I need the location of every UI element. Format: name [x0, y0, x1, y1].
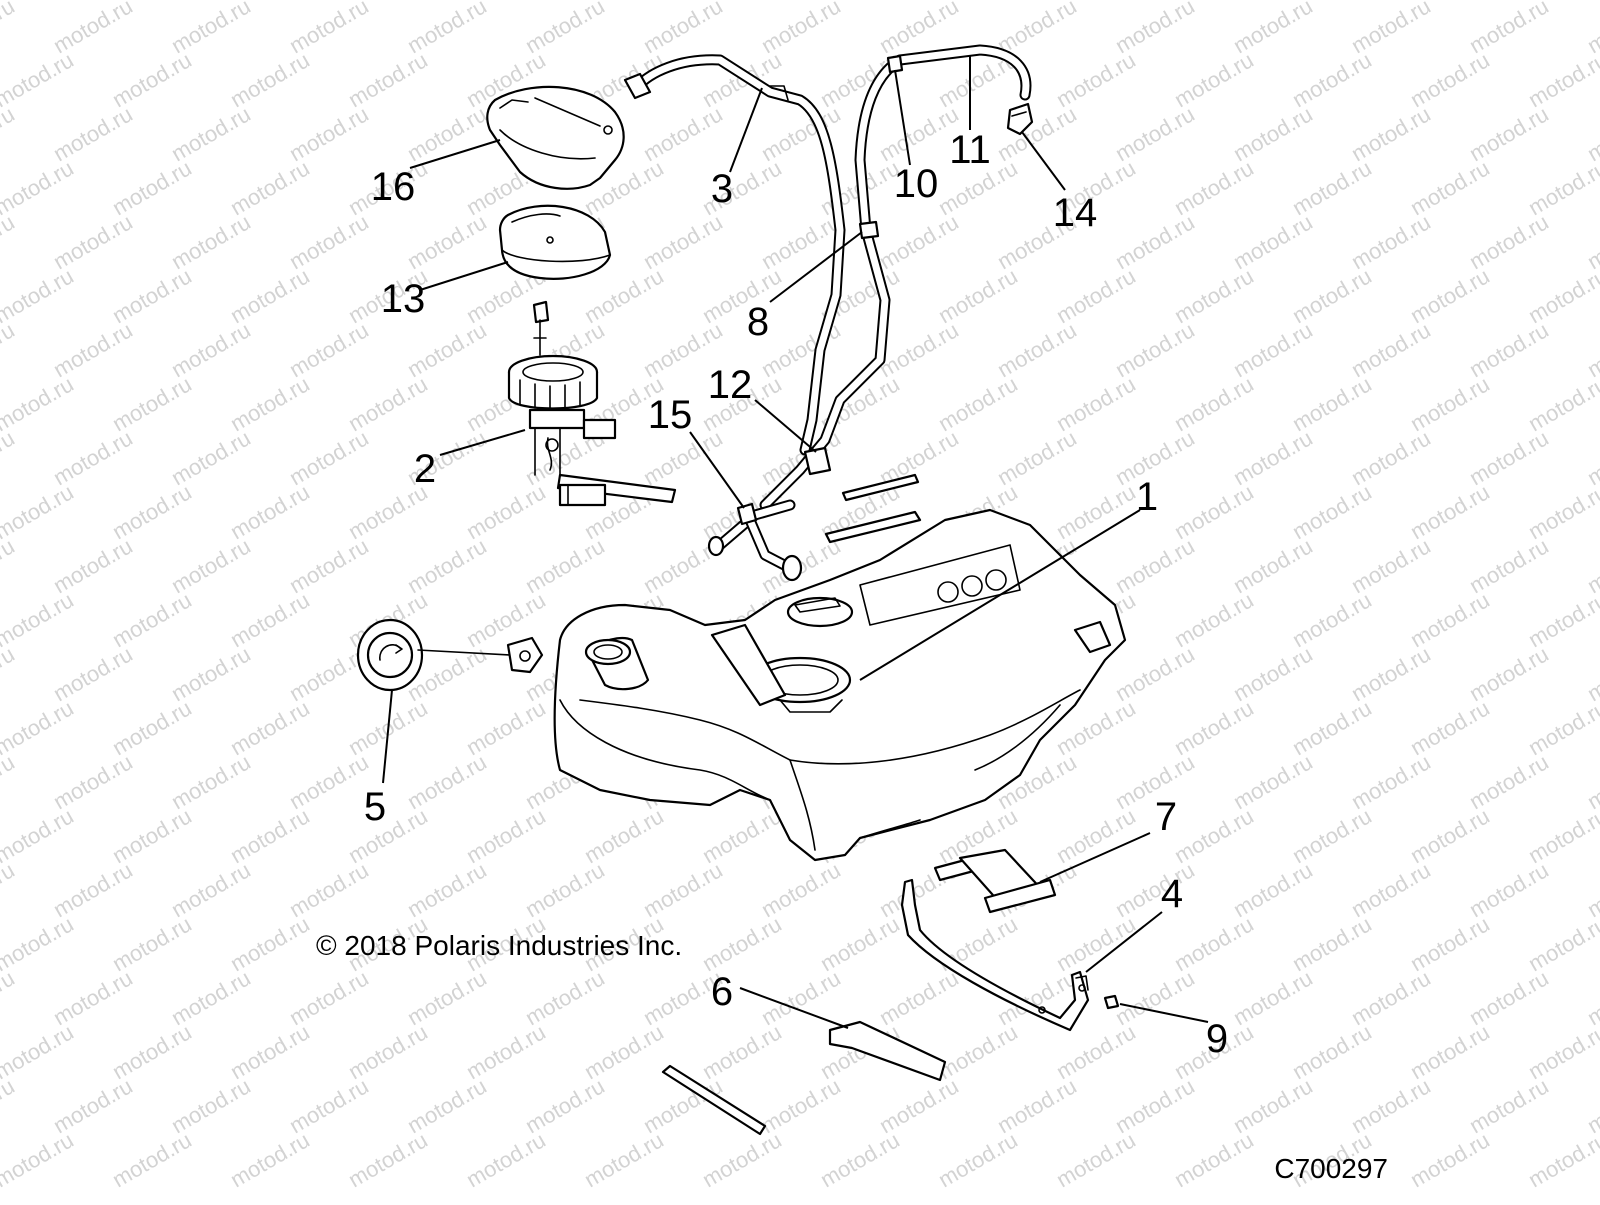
watermark-text: motod.ru	[0, 749, 19, 814]
watermark-text: motod.ru	[0, 803, 78, 868]
callout-14: 14	[1053, 191, 1098, 235]
watermark-text: motod.ru	[226, 1127, 314, 1192]
fuel-pump-assembly	[507, 300, 677, 507]
watermark-text: motod.ru	[0, 1019, 78, 1084]
watermark-text: motod.ru	[1524, 1127, 1600, 1192]
copyright-text: © 2018 Polaris Industries Inc.	[316, 930, 682, 961]
watermark-text: motod.ru	[816, 1127, 904, 1192]
pump-lid	[498, 204, 612, 280]
leader-lines	[382, 55, 1209, 1029]
watermark-text: motod.ru	[1052, 1127, 1140, 1192]
callout-2: 2	[414, 447, 436, 491]
vent-hose-3	[623, 54, 846, 456]
watermark-text: motod.ru	[0, 857, 19, 922]
watermark-text: motod.ru	[0, 641, 19, 706]
watermark-text: motod.ru	[1524, 587, 1600, 652]
watermark-text: motod.ru	[1524, 911, 1600, 976]
pump-cover	[486, 85, 625, 190]
callout-3: 3	[711, 167, 733, 211]
hose-clip-8	[858, 220, 880, 240]
watermark-text: motod.ru	[1406, 1127, 1494, 1192]
rollover-valve	[1006, 102, 1034, 136]
watermark-text: motod.ru	[0, 155, 78, 220]
watermark-text: motod.ru	[580, 1127, 668, 1192]
tank-pad-7	[933, 848, 1057, 914]
foam-strip	[661, 1064, 767, 1136]
watermark-text: motod.ru	[0, 263, 78, 328]
tee-fitting-15	[707, 499, 803, 582]
watermark-text: motod.ru	[934, 1127, 1022, 1192]
watermark-text: motod.ru	[698, 1127, 786, 1192]
watermark-text: motod.ru	[0, 317, 19, 382]
callout-4: 4	[1161, 872, 1183, 916]
watermark-text: motod.ru	[0, 0, 19, 58]
watermark-text: motod.ru	[0, 695, 78, 760]
callout-16: 16	[371, 165, 416, 209]
watermark-text: motod.ru	[0, 479, 78, 544]
callout-labels: 1 2 3 4 5 6 7 8 9 10 11 12 13 14 15 16	[364, 128, 1228, 1061]
watermark-text: motod.ru	[0, 911, 78, 976]
callout-12: 12	[708, 363, 753, 407]
tank-pad-6	[828, 1020, 947, 1082]
watermark-text: motod.ru	[1524, 1019, 1600, 1084]
callout-10: 10	[894, 162, 939, 206]
watermark-text: motod.ru	[1524, 479, 1600, 544]
watermark-text: motod.ru	[1170, 1127, 1258, 1192]
fuel-tank	[553, 473, 1127, 862]
watermark-text: motod.ru	[108, 1127, 196, 1192]
watermark-text: motod.ru	[1524, 155, 1600, 220]
callout-5: 5	[364, 785, 386, 829]
watermark-text: motod.ru	[0, 1073, 19, 1138]
filler-cap	[356, 618, 544, 692]
watermark-text: motod.ru	[1524, 803, 1600, 868]
hose-clip-10	[886, 54, 904, 74]
vent-hose-11	[759, 44, 1032, 511]
hose-connector-12	[803, 446, 832, 476]
watermark-text: motod.ru	[0, 209, 19, 274]
watermark-text: motod.ru	[0, 101, 19, 166]
watermark-text: motod.ru	[0, 533, 19, 598]
callout-13: 13	[381, 277, 426, 321]
tank-strap	[900, 878, 1090, 1032]
callout-9: 9	[1206, 1017, 1228, 1061]
watermark-text: motod.ru	[0, 965, 19, 1030]
strap-bolt	[1103, 994, 1120, 1010]
diagram-code: C700297	[1274, 1153, 1388, 1184]
watermark-text: motod.ru	[0, 425, 19, 490]
watermark-text: motod.ru	[344, 1127, 432, 1192]
callout-15: 15	[648, 393, 693, 437]
watermark-text: motod.ru	[0, 47, 78, 112]
watermark-text: motod.ru	[0, 587, 78, 652]
callout-1: 1	[1136, 475, 1158, 519]
watermark-text: motod.ru	[1524, 263, 1600, 328]
callout-7: 7	[1155, 795, 1177, 839]
watermark-text: motod.ru	[0, 371, 78, 436]
watermark-text: motod.ru	[0, 1127, 78, 1192]
callout-6: 6	[711, 970, 733, 1014]
watermark-text: motod.ru	[462, 1127, 550, 1192]
callout-8: 8	[747, 300, 769, 344]
watermark-text: motod.ru	[1524, 695, 1600, 760]
watermark-text: motod.ru	[1524, 47, 1600, 112]
watermark-text: motod.ru	[1524, 371, 1600, 436]
callout-11: 11	[949, 128, 991, 172]
